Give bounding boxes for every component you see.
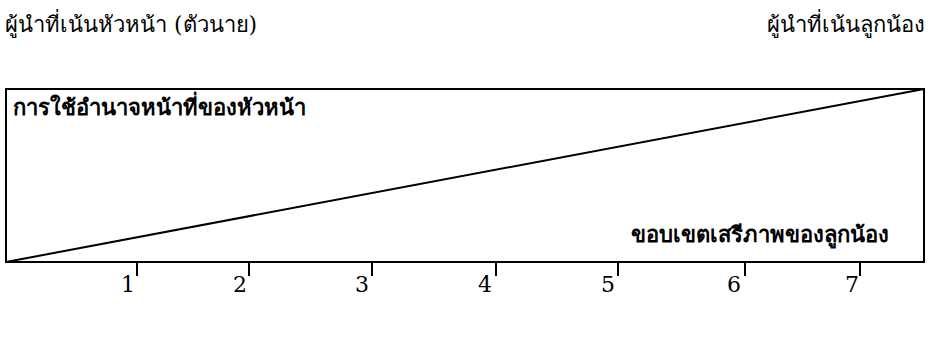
region-label: ขอบเขตเสรีภาพของลูกน้อง — [631, 221, 889, 247]
leader-type-label: ผู้นำที่เน้นหัวหน้า (ตัวนาย) — [5, 12, 257, 38]
scale-number: 1 — [121, 272, 135, 298]
continuum-diagonal — [6, 89, 924, 262]
scale-number: 4 — [478, 272, 492, 298]
scale-number: 3 — [355, 272, 369, 298]
region-label: การใช้อำนาจหน้าที่ของหัวหน้า — [13, 94, 306, 120]
scale-number: 5 — [601, 272, 615, 298]
scale-number: 6 — [727, 272, 741, 298]
leader-type-label: ผู้นำที่เน้นลูกน้อง — [767, 12, 925, 38]
scale-number: 7 — [845, 272, 859, 298]
scale-number: 2 — [233, 272, 247, 298]
continuum-box: การใช้อำนาจหน้าที่ของหัวหน้าขอบเขตเสรีภา… — [5, 88, 925, 263]
